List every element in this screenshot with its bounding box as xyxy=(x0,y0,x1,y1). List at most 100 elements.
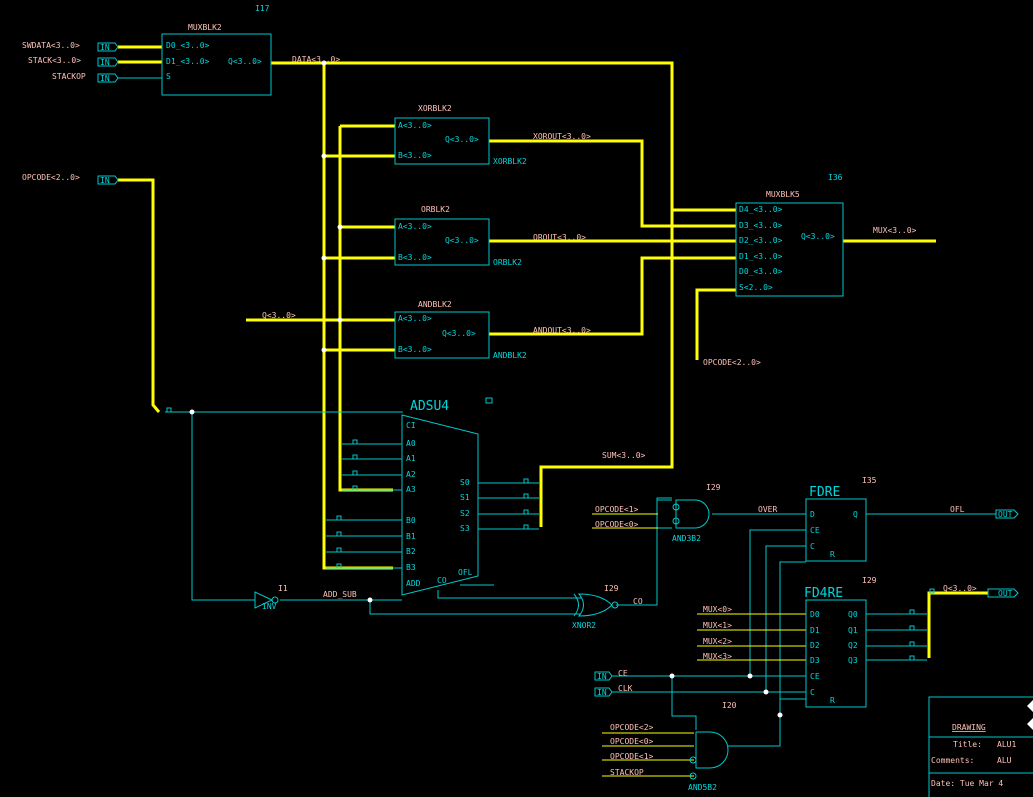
gate-type: XNOR2 xyxy=(572,621,596,630)
port-label: SWDATA<3..0> xyxy=(22,41,80,50)
port-opcode: OPCODE<2..0> IN xyxy=(22,173,119,185)
ripper xyxy=(909,609,915,615)
instance-label: I17 xyxy=(255,4,270,13)
pin-label: CE xyxy=(810,526,820,535)
wire-co xyxy=(437,590,581,599)
inverter-bubble-icon xyxy=(271,596,279,604)
ripper xyxy=(909,625,915,631)
pin-label: S<2..0> xyxy=(739,283,773,292)
ripper xyxy=(909,641,915,647)
port-stack: STACK<3..0> IN xyxy=(28,56,119,67)
xnor2-gate: I29 XNOR2 xyxy=(572,584,619,630)
port-swdata: SWDATA<3..0> IN xyxy=(22,41,119,52)
pin-label: D1 xyxy=(810,626,820,635)
gate-type: INV xyxy=(262,602,277,611)
net-labels: DATA<3..0> XOROUT<3..0> OROUT<3..0> ANDO… xyxy=(262,55,977,777)
port-flag xyxy=(594,671,613,681)
junction xyxy=(337,224,343,230)
ripper xyxy=(336,547,342,553)
wire-s-rip xyxy=(478,482,539,530)
pin-label: Q<3..0> xyxy=(228,57,262,66)
junction xyxy=(321,255,327,261)
pin-label: B2 xyxy=(406,547,416,556)
port-ofl-out: OUT xyxy=(995,509,1019,519)
ripper xyxy=(352,470,358,476)
block-outline xyxy=(401,414,479,596)
pin-label: Q2 xyxy=(848,641,858,650)
pin-label: S2 xyxy=(460,509,470,518)
pin-label: Q0 xyxy=(848,610,858,619)
wire-and3-in xyxy=(657,499,672,529)
pin-label: A2 xyxy=(406,470,416,479)
block-outline xyxy=(394,218,490,266)
net-label-orout: OROUT<3..0> xyxy=(533,233,586,242)
ripper xyxy=(523,509,529,515)
bus-rippers xyxy=(166,397,935,661)
junction xyxy=(189,409,195,415)
wire-reset xyxy=(779,561,806,715)
block-type: XORBLK2 xyxy=(418,104,452,113)
block-outline xyxy=(805,498,867,562)
junctions xyxy=(189,60,783,718)
port-tag: IN xyxy=(597,672,607,681)
ripper xyxy=(929,588,935,594)
net-label-q: Q<3..0> xyxy=(262,311,296,320)
wire-and5-out xyxy=(728,715,781,747)
bus-sum xyxy=(539,210,674,527)
port-tag: IN xyxy=(100,176,110,185)
fd4re-block: FD4RE I29 D0 D1 D2 D3 CE C R Q0 Q1 Q2 Q3 xyxy=(804,576,877,708)
port-tag: OUT xyxy=(998,589,1013,598)
net-label-mux3: MUX<3> xyxy=(703,652,732,661)
junction xyxy=(777,712,783,718)
wire-clk xyxy=(612,545,806,693)
pin-label: B<3..0> xyxy=(398,151,432,160)
pin-label: S0 xyxy=(460,478,470,487)
wire-inv-in xyxy=(191,412,255,601)
pin-label: D1_<3..0> xyxy=(739,252,783,261)
port-label: STACKOP xyxy=(52,72,86,81)
title-block-frame xyxy=(928,696,1033,797)
wire-add-sub-xnor xyxy=(369,600,581,615)
pin-label: R xyxy=(830,550,835,559)
block-type: MUXBLK2 xyxy=(188,23,222,32)
net-label-data: DATA<3..0> xyxy=(292,55,340,64)
ripper xyxy=(336,531,342,537)
pin-label: A1 xyxy=(406,454,416,463)
pin-label: D2 xyxy=(810,641,820,650)
net-label-mux: MUX<3..0> xyxy=(873,226,917,235)
instance-label: I36 xyxy=(828,173,843,182)
wire-a-rip xyxy=(342,443,402,491)
port-flag xyxy=(97,42,119,52)
ripper xyxy=(336,563,342,569)
block-type: FD4RE xyxy=(804,586,843,601)
wire-b-rip xyxy=(326,519,402,569)
invert-bubble-icon xyxy=(689,772,697,780)
pin-label: CO xyxy=(437,576,447,585)
muxblk5-block: MUXBLK5 I36 D4_<3..0> D3_<3..0> D2_<3..0… xyxy=(735,173,844,297)
pin-label: D0_<3..0> xyxy=(166,41,210,50)
xnor-bubble-icon xyxy=(611,601,619,609)
net-label-opcode-s: OPCODE<2..0> xyxy=(703,358,761,367)
net-label-xorout: XOROUT<3..0> xyxy=(533,132,591,141)
pin-label: S3 xyxy=(460,524,470,533)
port-tag: IN xyxy=(100,74,110,83)
bus-q-to-a xyxy=(340,124,395,229)
junction xyxy=(763,689,769,695)
pin-label: A<3..0> xyxy=(398,222,432,231)
date-text: Date: Tue Mar 4 xyxy=(931,779,1003,788)
instance-label: ANDBLK2 xyxy=(493,351,527,360)
invert-bubble-icon xyxy=(689,756,697,764)
block-outline xyxy=(394,117,490,165)
instance-label: I1 xyxy=(278,584,288,593)
pin-label: B3 xyxy=(406,563,416,572)
ripper xyxy=(485,397,493,404)
invert-bubble-icon xyxy=(672,503,680,511)
instance-label: ORBLK2 xyxy=(493,258,522,267)
inverter-gate: I1 INV xyxy=(254,584,288,611)
ripper xyxy=(523,478,529,484)
junction xyxy=(321,153,327,159)
pin-label: Q<3..0> xyxy=(445,236,479,245)
bus-data-to-b xyxy=(324,154,395,352)
orblk2-block: ORBLK2 ORBLK2 A<3..0> B<3..0> Q<3..0> xyxy=(394,205,522,267)
pin-label: C xyxy=(810,688,815,697)
